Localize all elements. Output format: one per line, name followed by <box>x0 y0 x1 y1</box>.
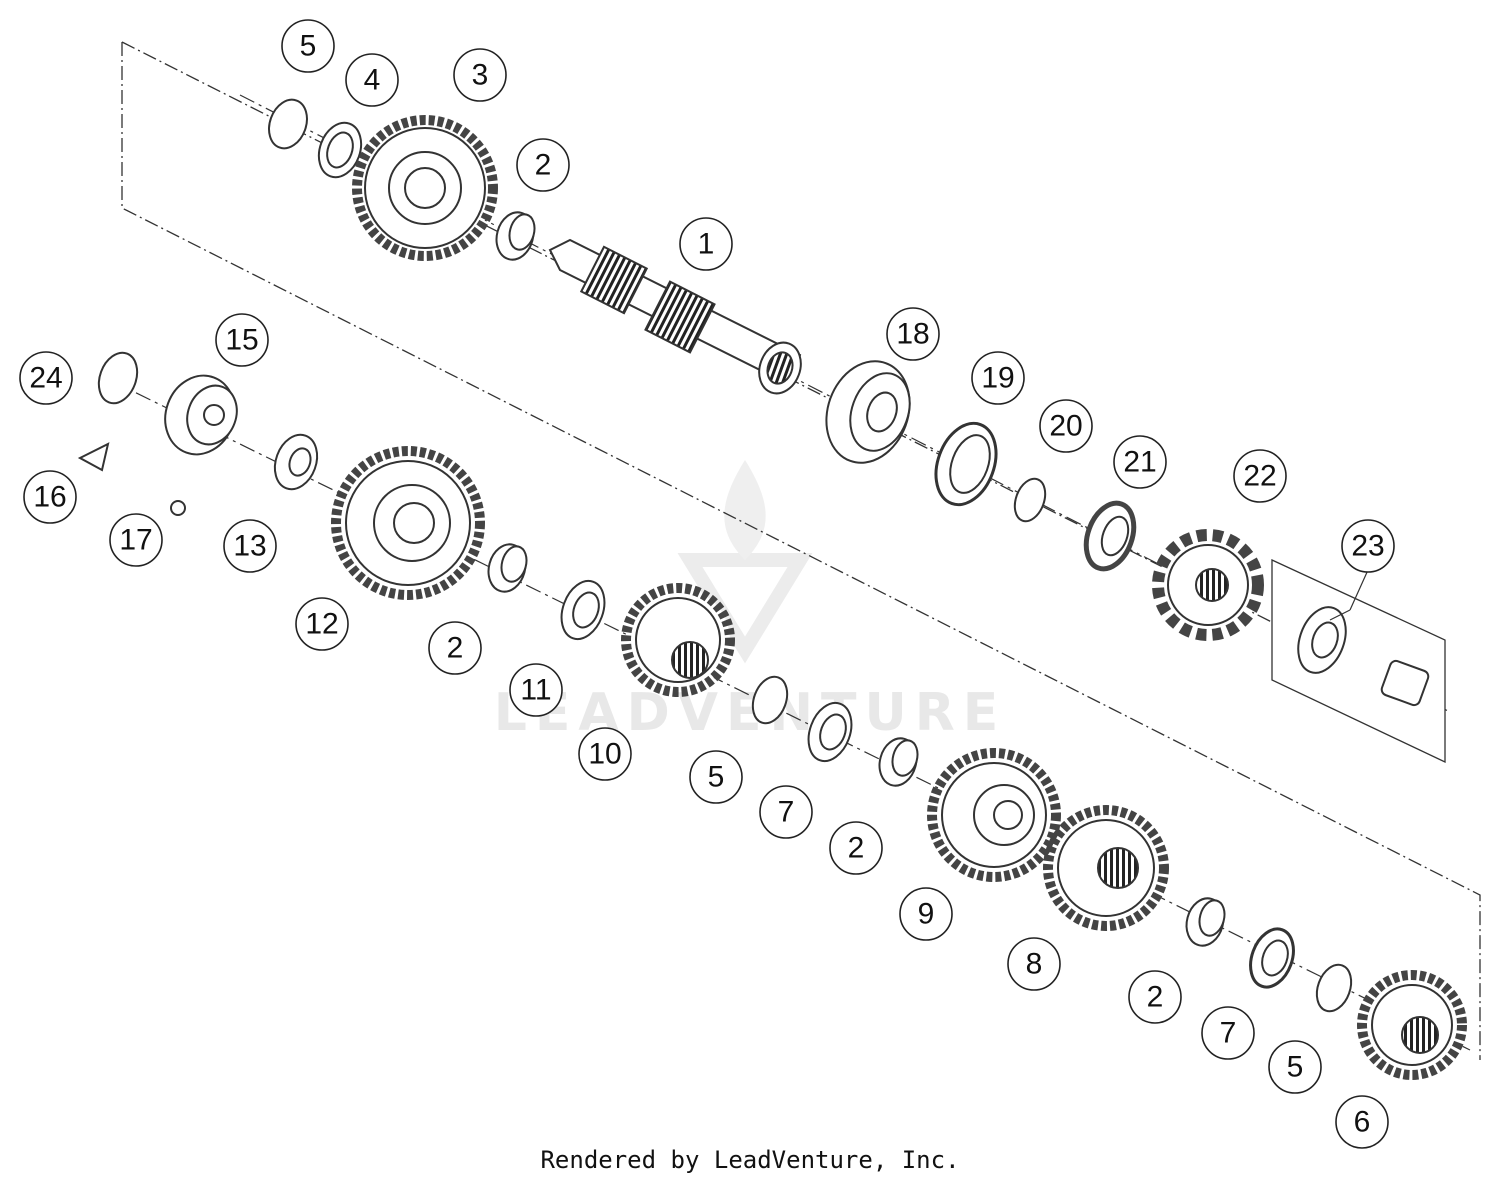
callout-1[interactable]: 1 <box>679 217 733 271</box>
gear-part <box>331 446 485 600</box>
callout-2[interactable]: 2 <box>428 621 482 675</box>
washer-part <box>1249 927 1295 989</box>
callout-20[interactable]: 20 <box>1039 399 1093 453</box>
svg-text:4: 4 <box>364 64 381 97</box>
svg-text:9: 9 <box>918 898 935 931</box>
svg-text:23: 23 <box>1351 530 1384 563</box>
bushing-part <box>878 737 919 787</box>
svg-text:2: 2 <box>535 149 552 182</box>
svg-text:21: 21 <box>1123 446 1156 479</box>
callout-22[interactable]: 22 <box>1233 449 1287 503</box>
svg-text:16: 16 <box>33 481 66 514</box>
callouts: 5 4 3 2 1 15 24 18 19 20 21 22 23 16 17 … <box>19 19 1395 1149</box>
shaft-part <box>548 238 802 395</box>
circlip-part <box>1315 963 1353 1013</box>
bushing-part <box>487 543 528 593</box>
callout-5[interactable]: 5 <box>281 19 335 73</box>
washer-part <box>807 701 853 763</box>
svg-text:20: 20 <box>1049 410 1082 443</box>
callout-18[interactable]: 18 <box>886 307 940 361</box>
callout-3[interactable]: 3 <box>453 48 507 102</box>
washer-part <box>560 579 606 641</box>
kit-box <box>1271 558 1446 764</box>
leader-lines <box>1329 569 1369 621</box>
callout-5[interactable]: 5 <box>689 750 743 804</box>
spacer-part <box>1083 500 1137 572</box>
lock-plate-part <box>77 442 110 472</box>
callout-23[interactable]: 23 <box>1341 519 1395 573</box>
screw-part <box>170 500 186 516</box>
svg-text:11: 11 <box>520 674 551 707</box>
svg-text:13: 13 <box>233 530 266 563</box>
svg-text:24: 24 <box>29 362 62 395</box>
footer-credit: Rendered by LeadVenture, Inc. <box>540 1146 960 1174</box>
svg-text:10: 10 <box>588 738 621 771</box>
callout-7[interactable]: 7 <box>1201 1006 1255 1060</box>
parts-upper <box>268 98 1430 707</box>
svg-text:17: 17 <box>119 524 152 557</box>
svg-text:19: 19 <box>981 362 1014 395</box>
sprocket-part <box>1152 529 1264 641</box>
callout-21[interactable]: 21 <box>1113 435 1167 489</box>
svg-text:6: 6 <box>1354 1106 1371 1139</box>
svg-text:15: 15 <box>225 324 258 357</box>
callout-6[interactable]: 6 <box>1335 1095 1389 1149</box>
oring-part <box>1013 477 1047 523</box>
callout-11[interactable]: 11 <box>509 663 563 717</box>
callout-17[interactable]: 17 <box>109 513 163 567</box>
callout-2[interactable]: 2 <box>516 138 570 192</box>
gear-part <box>352 115 498 261</box>
callout-4[interactable]: 4 <box>345 53 399 107</box>
bushing-part <box>495 211 536 261</box>
svg-text:3: 3 <box>472 59 489 92</box>
gear-part <box>621 583 735 697</box>
bushing-part <box>1185 897 1226 947</box>
svg-text:2: 2 <box>848 832 865 865</box>
circlip-part <box>268 98 308 150</box>
callout-8[interactable]: 8 <box>1007 937 1061 991</box>
bearing-part <box>825 360 911 464</box>
callout-15[interactable]: 15 <box>215 313 269 367</box>
svg-text:2: 2 <box>1147 981 1164 1014</box>
callout-2[interactable]: 2 <box>1128 970 1182 1024</box>
gear-part <box>1357 970 1467 1080</box>
callout-9[interactable]: 9 <box>899 887 953 941</box>
callout-19[interactable]: 19 <box>971 351 1025 405</box>
callout-24[interactable]: 24 <box>19 351 73 405</box>
callout-7[interactable]: 7 <box>759 785 813 839</box>
circlip-part <box>751 675 789 725</box>
svg-text:22: 22 <box>1243 460 1276 493</box>
callout-10[interactable]: 10 <box>578 727 632 781</box>
svg-text:18: 18 <box>896 318 929 351</box>
svg-text:5: 5 <box>1287 1051 1304 1084</box>
seal-part <box>934 421 998 507</box>
svg-text:2: 2 <box>447 632 464 665</box>
assembly-frame <box>121 41 1481 1060</box>
svg-text:7: 7 <box>778 796 795 829</box>
gear-part <box>1043 805 1169 931</box>
svg-text:7: 7 <box>1220 1017 1237 1050</box>
svg-text:5: 5 <box>708 761 725 794</box>
callout-5[interactable]: 5 <box>1268 1040 1322 1094</box>
svg-text:12: 12 <box>305 608 338 641</box>
callout-12[interactable]: 12 <box>295 597 349 651</box>
callout-2[interactable]: 2 <box>829 821 883 875</box>
callout-13[interactable]: 13 <box>223 519 277 573</box>
washer-part <box>273 433 319 491</box>
gear-part <box>927 748 1061 882</box>
svg-text:5: 5 <box>300 30 317 63</box>
parts-lower <box>77 351 1467 1080</box>
svg-text:8: 8 <box>1026 948 1043 981</box>
bearing-part <box>164 374 238 456</box>
circlip-part <box>97 351 139 405</box>
watermark-text: LEADVENTURE <box>494 683 1007 743</box>
svg-text:1: 1 <box>698 228 715 261</box>
washer-nut-part <box>1297 606 1430 707</box>
callout-16[interactable]: 16 <box>23 470 77 524</box>
